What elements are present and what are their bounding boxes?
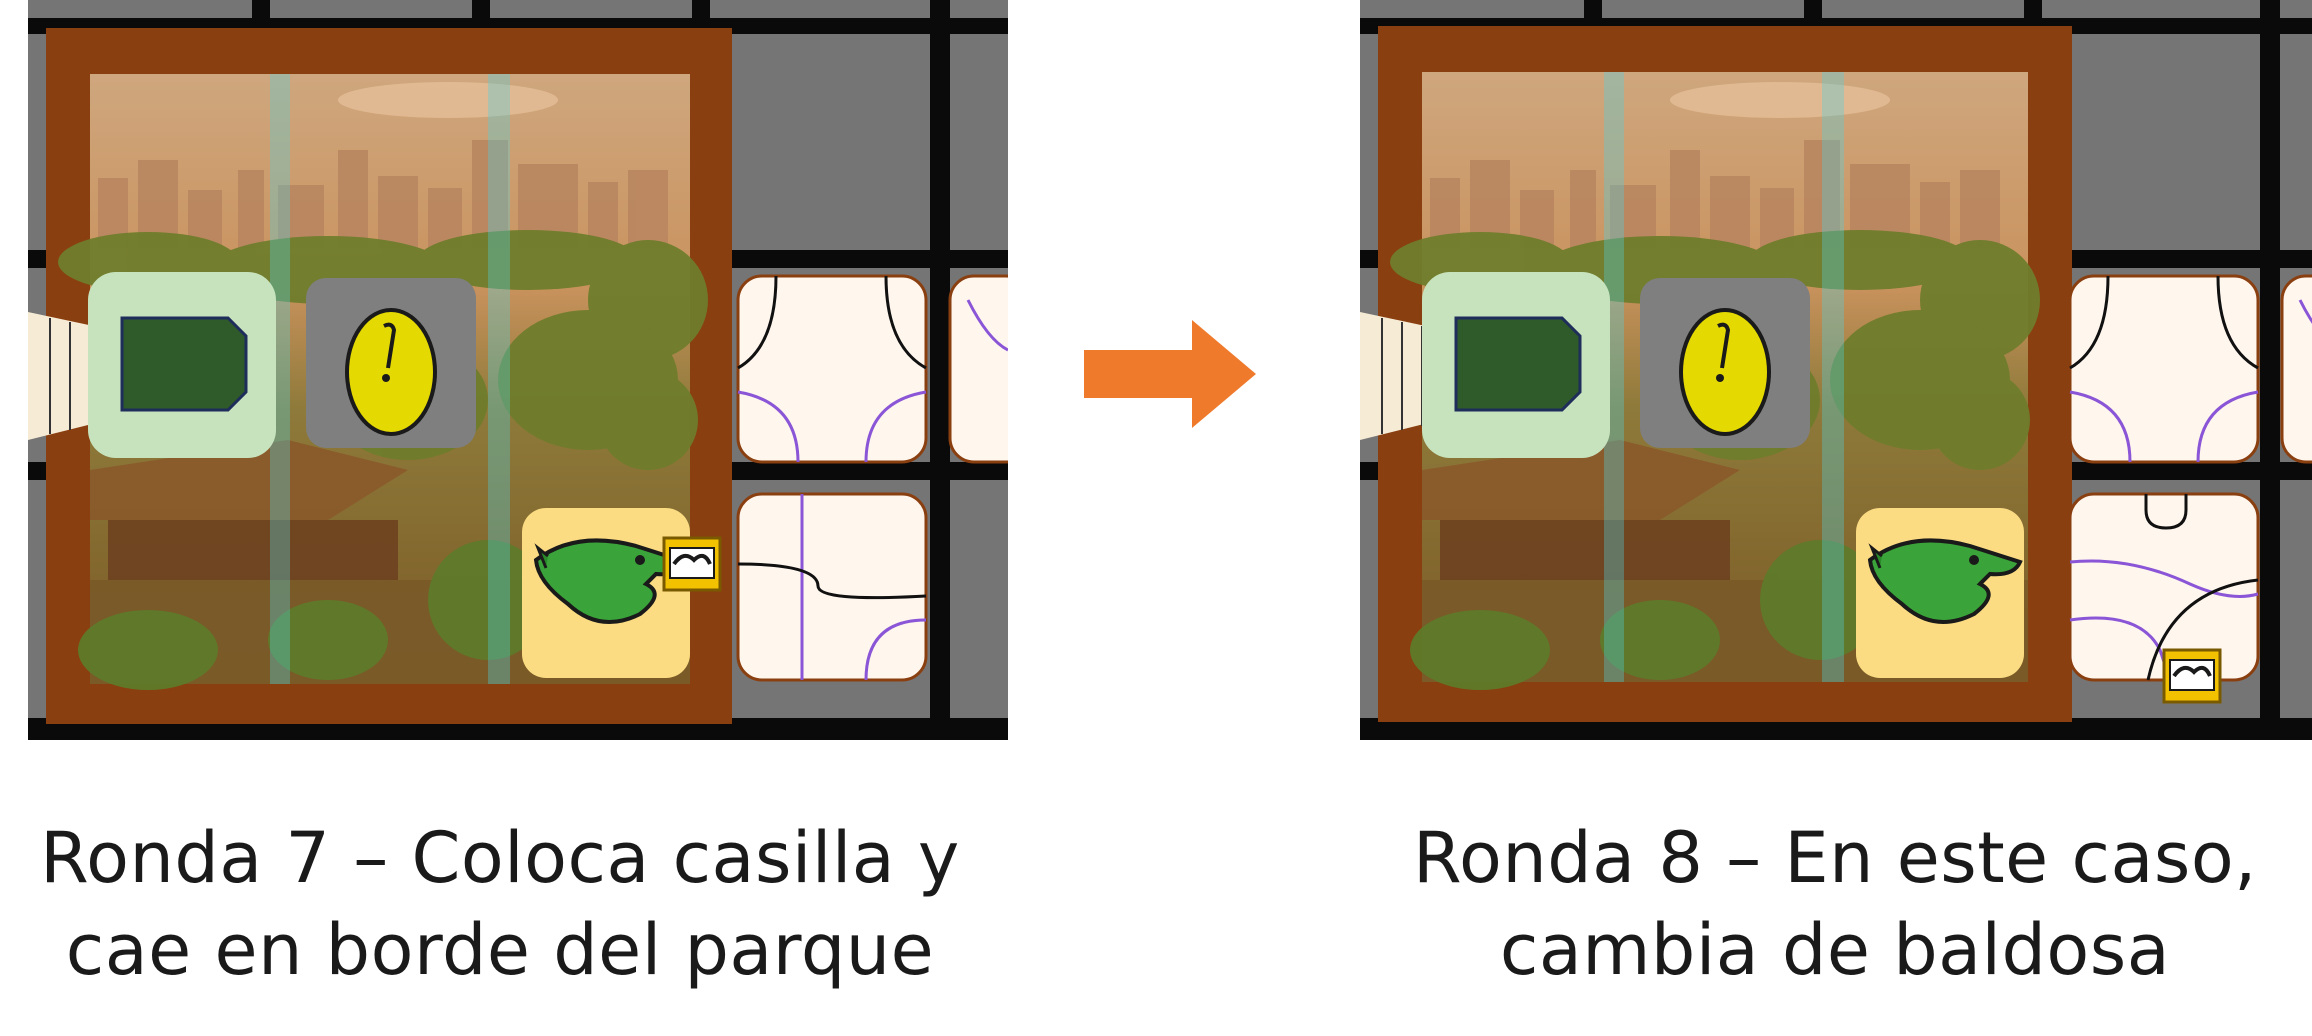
marker-token-icon	[2162, 648, 2222, 704]
dinosaur-icon	[1867, 538, 2023, 624]
dinosaur-tile	[1856, 508, 2024, 678]
path-tile	[736, 492, 928, 682]
board-scene-right	[1360, 0, 2312, 740]
egg-icon	[345, 308, 437, 436]
column-highlight	[1604, 72, 1624, 682]
dinosaur-tile	[522, 508, 690, 678]
path-tile	[948, 274, 1008, 464]
column-highlight	[1822, 72, 1844, 682]
column-highlight	[488, 74, 510, 684]
column-highlight	[270, 74, 290, 684]
park-image	[58, 74, 708, 690]
start-tile	[88, 272, 276, 458]
right-arrow-icon	[1080, 316, 1260, 432]
egg-icon	[1679, 308, 1771, 436]
board-scene-left	[28, 0, 1008, 740]
caption-round-7: Ronda 7 – Coloca casilla y cae en borde …	[40, 817, 960, 991]
egg-tile	[306, 278, 476, 448]
caption-round-8: Ronda 8 – En este caso, cambia de baldos…	[1413, 817, 2257, 991]
dinosaur-icon	[533, 538, 689, 624]
path-tile	[736, 274, 928, 464]
egg-tile	[1640, 278, 1810, 448]
marker-token-icon	[662, 536, 722, 592]
start-tile	[1422, 272, 1610, 458]
path-tile	[2280, 274, 2312, 464]
path-tile	[2068, 274, 2260, 464]
